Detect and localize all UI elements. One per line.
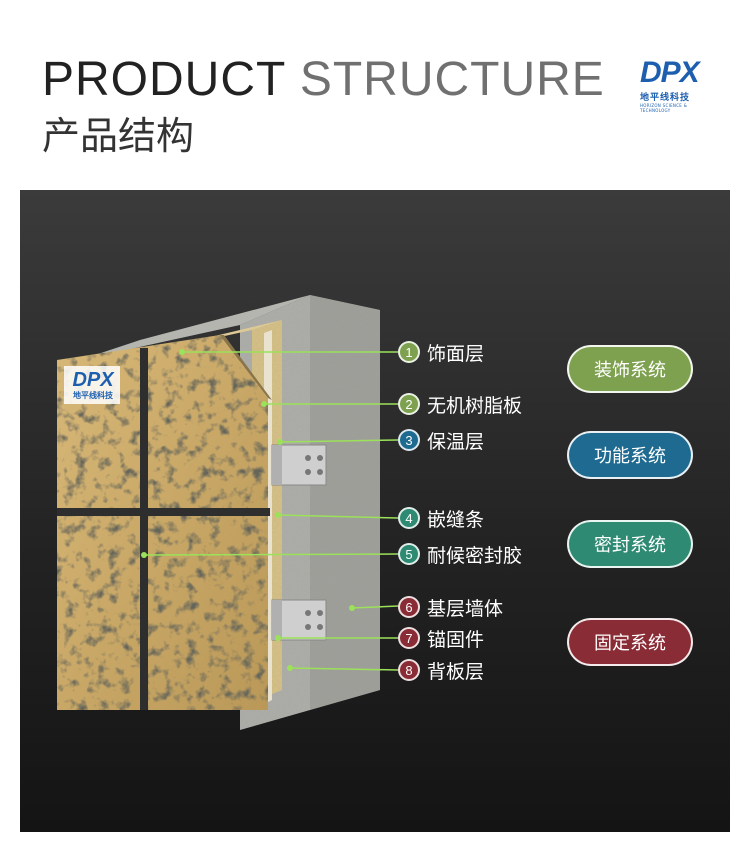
layer-label-2: 2 无机树脂板 — [398, 391, 522, 417]
panel-logo-badge — [64, 366, 120, 404]
layer-number-badge: 4 — [398, 507, 420, 529]
horizontal-joint — [57, 508, 270, 516]
leader-dots — [141, 349, 355, 671]
panel-logo: DPX 地平线科技 — [66, 370, 120, 401]
structure-panel: DPX 地平线科技 1 饰面层 2 无机树脂板 3 保温层 4 嵌缝条 5 耐候… — [20, 190, 730, 832]
layer-label-text: 饰面层 — [427, 342, 485, 365]
layer-label-text: 无机树脂板 — [427, 394, 523, 417]
leader-line-6 — [351, 605, 399, 609]
vertical-joint — [140, 348, 148, 710]
layer-label-text: 耐候密封胶 — [427, 544, 523, 567]
layer-label-text: 背板层 — [427, 660, 485, 683]
system-pill-decorative: 装饰系统 — [567, 345, 693, 393]
layer-number-badge: 5 — [398, 543, 420, 565]
leader-line-4 — [277, 514, 399, 519]
system-pill-sealing: 密封系统 — [567, 520, 693, 568]
title-word-product: PRODUCT — [42, 53, 286, 106]
leader-line-8 — [289, 667, 399, 671]
title-english: PRODUCT STRUCTURE — [42, 52, 605, 108]
layer-number-badge: 6 — [398, 596, 420, 618]
brand-logo-text: DPX — [640, 56, 700, 89]
system-pill-fixing: 固定系统 — [567, 618, 693, 666]
layer-label-5: 5 耐候密封胶 — [398, 541, 522, 567]
layer-number-badge: 8 — [398, 659, 420, 681]
layer-number-badge: 2 — [398, 393, 420, 415]
brand-english-name: HORIZON SCIENCE & TECHNOLOGY — [640, 103, 688, 113]
layer-number-badge: 1 — [398, 341, 420, 363]
system-pill-functional: 功能系统 — [567, 431, 693, 479]
layer-label-1: 1 饰面层 — [398, 339, 484, 365]
granite-facing — [57, 335, 272, 710]
layer-label-7: 7 锚固件 — [398, 625, 484, 651]
brand-logo: DPX 地平线科技 HORIZON SCIENCE & TECHNOLOGY — [640, 56, 718, 114]
layer-label-text: 锚固件 — [427, 628, 485, 651]
leader-line-5 — [143, 553, 399, 556]
title-word-structure: STRUCTURE — [299, 53, 605, 106]
brand-chinese-name: 地平线科技 — [640, 93, 691, 103]
anchor-bracket-upper — [271, 444, 327, 486]
layer-label-text: 保温层 — [427, 430, 485, 453]
leader-lines — [143, 351, 399, 671]
title-chinese: 产品结构 — [42, 114, 195, 158]
layer-label-8: 8 背板层 — [398, 657, 484, 683]
wall-structure-diagram — [57, 295, 399, 730]
layer-label-4: 4 嵌缝条 — [398, 505, 484, 531]
leader-line-3 — [279, 439, 399, 443]
layer-label-3: 3 保温层 — [398, 427, 484, 453]
layer-label-text: 基层墙体 — [427, 597, 504, 620]
anchor-bracket-lower — [271, 599, 327, 641]
layer-number-badge: 7 — [398, 627, 420, 649]
layer-number-badge: 3 — [398, 429, 420, 451]
panel-logo-cn: 地平线科技 — [73, 391, 113, 400]
layer-label-text: 嵌缝条 — [427, 508, 485, 531]
panel-logo-text: DPX — [72, 369, 114, 391]
layer-label-6: 6 基层墙体 — [398, 594, 503, 620]
